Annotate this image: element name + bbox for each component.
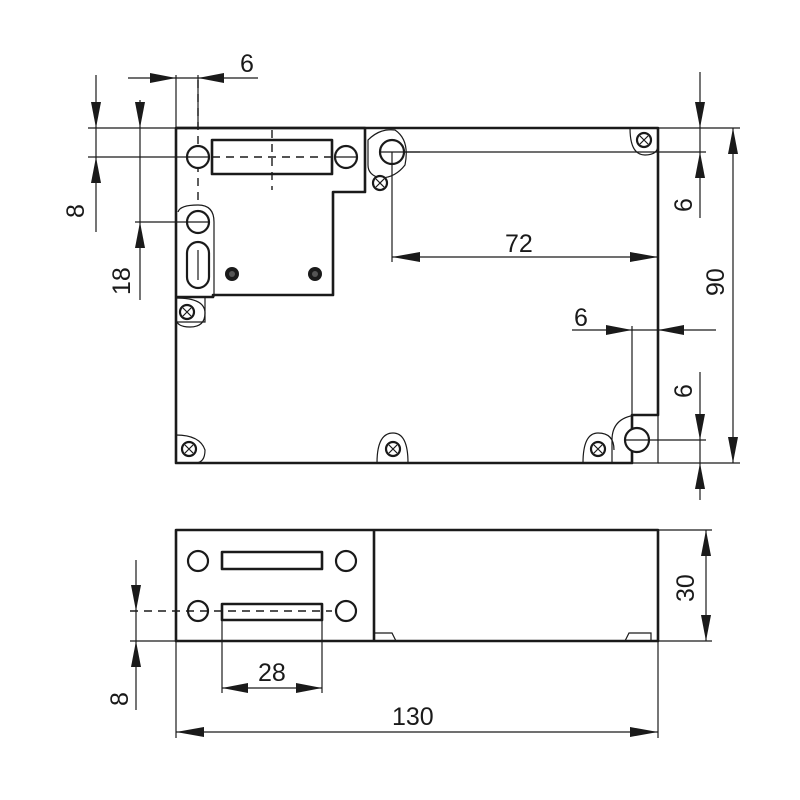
dim-label-right-6-horizontal: 6 [574,304,588,332]
side-view-foot-right [624,632,652,642]
side-view [130,528,660,643]
top-view [174,80,660,465]
mount-boss-bottom [611,414,659,464]
dim-label-130: 130 [392,703,434,731]
dim-label-28: 28 [258,659,286,687]
side-view-housing-outline [174,528,660,643]
dim-label-right-6-top: 6 [670,198,698,212]
screw-top-right-icon [629,127,659,156]
screw-head-right-icon [371,174,389,192]
dim-label-right-6-bottom: 6 [670,384,698,398]
screw-bottom-right-icon [582,432,615,464]
mount-boss-top [367,129,407,179]
dimension-labels: 6 8 18 72 6 90 6 6 30 28 8 130 [62,50,730,731]
screw-bottom-mid-icon [376,432,409,464]
dim-label-30: 30 [672,574,700,602]
dim-label-left-8: 8 [62,204,90,218]
actuator-head-outline [176,126,367,299]
side-hole-tl [186,549,210,573]
side-view-foot-left [374,632,397,642]
dim-label-90: 90 [702,268,730,296]
side-boss [177,204,215,297]
side-hole-tr [334,549,358,573]
side-slot-bottom [220,602,324,622]
dim-label-top-6: 6 [240,50,254,78]
screw-bottom-left-icon [175,434,206,464]
dim-label-left-18: 18 [108,267,136,295]
side-hole-br [334,599,358,623]
dimension-lines [88,72,740,738]
dim-label-72: 72 [505,230,533,258]
dim-label-bottom-8: 8 [106,692,134,706]
screw-left-mid-icon [175,297,206,328]
side-slot-top [220,550,324,571]
